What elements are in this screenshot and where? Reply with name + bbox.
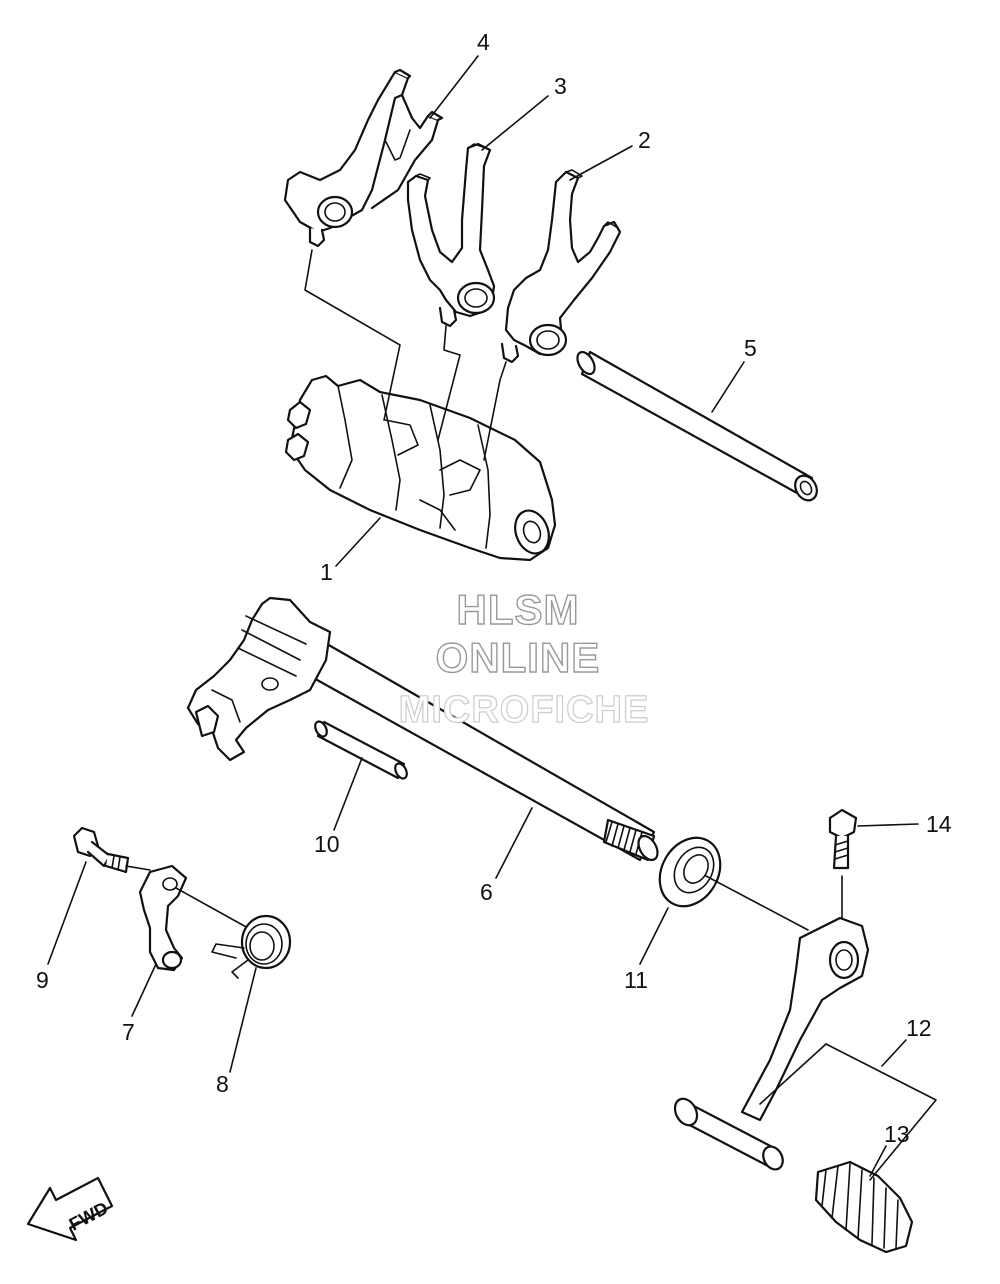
guide-bar[interactable] xyxy=(574,349,821,504)
shift-fork-3[interactable] xyxy=(406,142,496,328)
callout-leaders xyxy=(47,55,937,1181)
oil-seal[interactable] xyxy=(648,827,732,917)
callout-3: 3 xyxy=(554,73,567,99)
shift-pedal[interactable] xyxy=(671,916,870,1173)
callout-13: 13 xyxy=(884,1121,910,1147)
leader-lever-spring xyxy=(175,887,249,929)
bolt[interactable] xyxy=(72,826,130,874)
callout-4: 4 xyxy=(477,29,490,55)
callout-11: 11 xyxy=(624,967,648,993)
callout-2: 2 xyxy=(638,127,651,153)
leader-fork4-cam xyxy=(304,249,401,421)
callout-1: 1 xyxy=(320,559,333,585)
shift-fork-4[interactable] xyxy=(283,68,444,248)
leader-seal-pedal xyxy=(705,875,809,931)
pedal-rubber[interactable] xyxy=(814,1160,914,1254)
callout-14: 14 xyxy=(926,811,952,837)
callout-10: 10 xyxy=(314,831,340,857)
callout-8: 8 xyxy=(216,1071,229,1097)
torsion-spring[interactable] xyxy=(211,914,292,979)
watermark-line-1: HLSM xyxy=(457,586,580,633)
watermark-line-3: MICROFICHE xyxy=(399,689,650,731)
stopper-lever[interactable] xyxy=(138,864,188,972)
fwd-arrow: FWD xyxy=(26,1176,114,1242)
callout-5: 5 xyxy=(744,335,757,361)
callout-7: 7 xyxy=(122,1019,135,1045)
callout-6: 6 xyxy=(480,879,493,905)
shift-shaft[interactable] xyxy=(186,596,661,863)
watermark-line-2: ONLINE xyxy=(436,634,601,681)
leader-fork2-cam xyxy=(483,361,507,461)
shift-fork-2[interactable] xyxy=(500,169,622,364)
leader-fork3-cam xyxy=(437,325,461,441)
leader-bolt-lever xyxy=(125,865,151,871)
pedal-bolt[interactable] xyxy=(828,808,858,870)
shift-cam[interactable] xyxy=(284,374,557,562)
pin[interactable] xyxy=(313,720,409,781)
callout-9: 9 xyxy=(36,967,49,993)
callout-12: 12 xyxy=(906,1015,932,1041)
